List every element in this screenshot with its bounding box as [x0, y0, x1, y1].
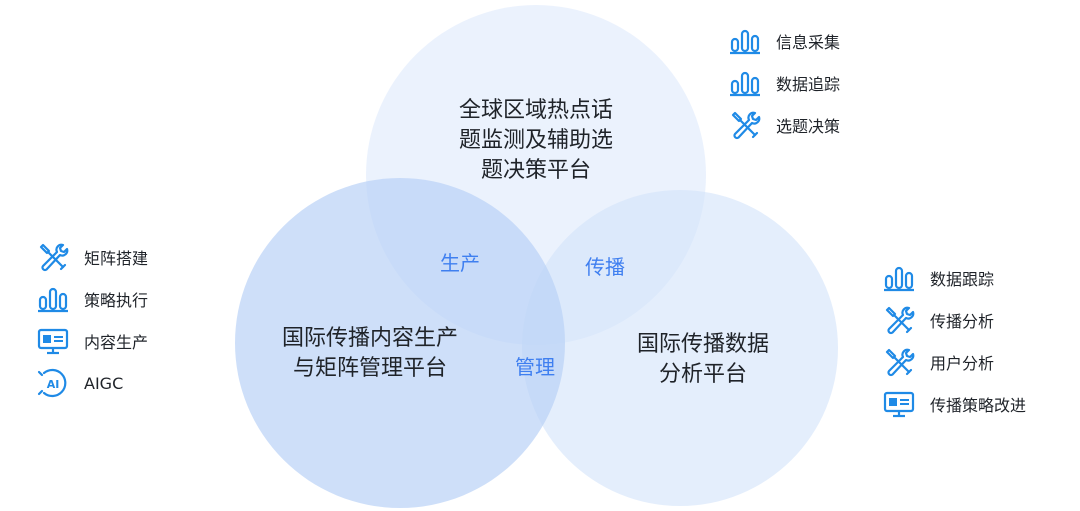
tools-icon [882, 303, 916, 337]
circle-right-line: 国际传播数据 [636, 332, 769, 357]
legend-label: 信息采集 [776, 33, 841, 52]
legend-label: 矩阵搭建 [84, 249, 149, 268]
legend-item: 内容生产 [36, 320, 148, 362]
circle-left-line: 国际传播内容生产 [281, 326, 458, 351]
legend-item: AI AIGC [36, 362, 148, 404]
legend-label: 数据追踪 [776, 75, 841, 94]
venn-circle-right [522, 190, 838, 506]
bar-chart-icon [882, 261, 916, 295]
legend-top-right: 信息采集 数据追踪 选题决策 [728, 20, 840, 146]
monitor-icon [36, 324, 70, 358]
legend-item: 信息采集 [728, 20, 840, 62]
bar-chart-icon [728, 24, 762, 58]
legend-item: 传播分析 [882, 299, 1026, 341]
venn-circle-left [235, 178, 565, 508]
legend-label: 选题决策 [776, 117, 841, 136]
legend-item: 策略执行 [36, 278, 148, 320]
legend-item: 数据跟踪 [882, 257, 1026, 299]
svg-text:AI: AI [47, 378, 60, 391]
legend-label: 用户分析 [930, 354, 995, 373]
overlap-management-label: 管理 [515, 355, 555, 379]
legend-label: 数据跟踪 [930, 270, 995, 289]
tools-icon [728, 108, 762, 142]
circle-top-line: 题决策平台 [480, 158, 591, 183]
monitor-icon [882, 387, 916, 421]
legend-item: 数据追踪 [728, 62, 840, 104]
overlap-production-label: 生产 [440, 251, 480, 275]
legend-item: 用户分析 [882, 341, 1026, 383]
circle-top-line: 题监测及辅助选 [458, 128, 613, 153]
circle-top-text: 全球区域热点话 题监测及辅助选 题决策平台 [436, 96, 636, 186]
circle-right-text: 国际传播数据 分析平台 [618, 330, 788, 390]
circle-right-line: 分析平台 [658, 362, 747, 387]
bar-chart-icon [36, 282, 70, 316]
legend-item: 传播策略改进 [882, 383, 1026, 425]
circle-left-line: 与矩阵管理平台 [292, 356, 447, 381]
ai-icon: AI [36, 366, 70, 400]
legend-item: 矩阵搭建 [36, 236, 148, 278]
circle-top-line: 全球区域热点话 [458, 98, 613, 123]
legend-item: 选题决策 [728, 104, 840, 146]
circle-left-text: 国际传播内容生产 与矩阵管理平台 [260, 324, 480, 384]
legend-label: AIGC [84, 373, 124, 393]
legend-label: 策略执行 [84, 291, 149, 310]
legend-label: 传播分析 [930, 312, 995, 331]
bar-chart-icon [728, 66, 762, 100]
tools-icon [882, 345, 916, 379]
legend-label: 传播策略改进 [930, 396, 1027, 415]
tools-icon [36, 240, 70, 274]
legend-label: 内容生产 [84, 333, 149, 352]
overlap-propagation-label: 传播 [585, 255, 625, 279]
legend-right: 数据跟踪 传播分析 用户分析 传播策略改进 [882, 257, 1026, 425]
legend-left: 矩阵搭建 策略执行 内容生产 AI AIGC [36, 236, 148, 404]
